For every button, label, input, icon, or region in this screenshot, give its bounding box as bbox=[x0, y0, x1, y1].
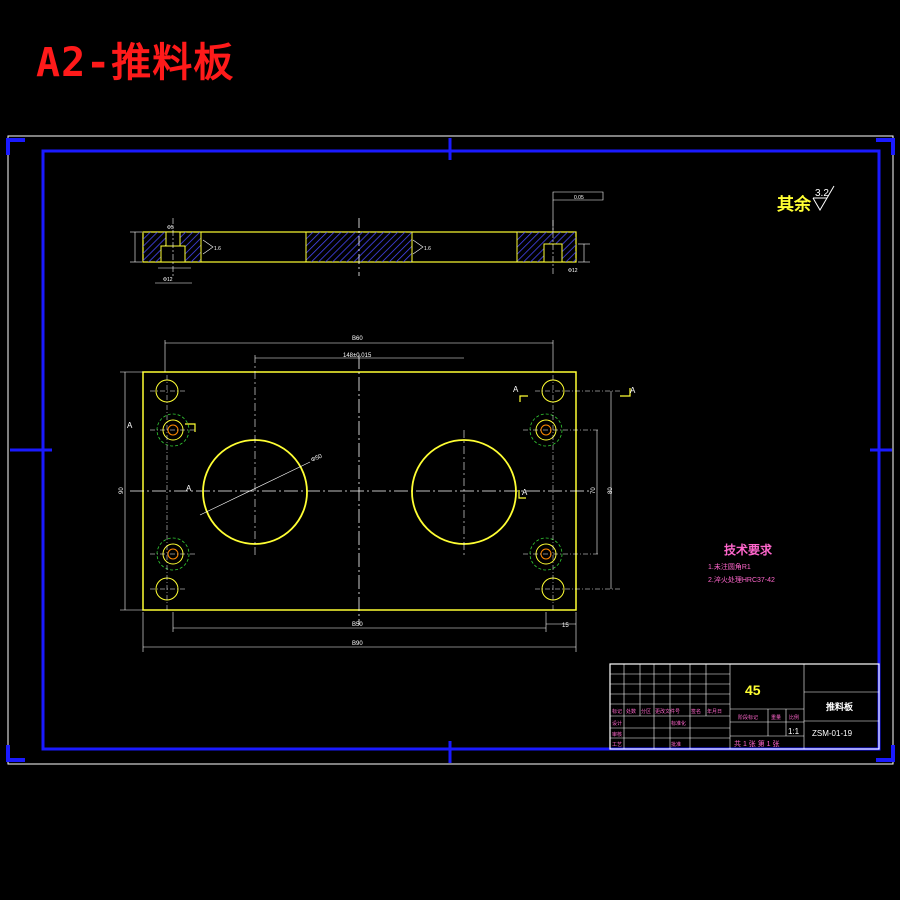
dim-bottom-inner: B50 bbox=[352, 622, 363, 628]
section-label-right: A bbox=[522, 488, 528, 497]
row-label-5: 签名 bbox=[691, 708, 701, 715]
dim-side-bottom: Φ12 bbox=[163, 277, 173, 283]
corner-marks bbox=[6, 138, 895, 762]
label-review: 审核 bbox=[612, 731, 622, 738]
side-roughness-2: 1.6 bbox=[424, 246, 431, 252]
section-label-mid: A bbox=[186, 484, 192, 493]
title-block: 45 推料板 ZSM-01-19 1:1 共 1 张 第 1 张 标记 处数 分… bbox=[609, 663, 880, 750]
dim-left-height: 90 bbox=[119, 487, 125, 494]
label-standard: 标准化 bbox=[671, 720, 686, 727]
dim-bottom-overall: B90 bbox=[352, 641, 363, 647]
row-label-6: 年月日 bbox=[707, 708, 722, 715]
centering-marks bbox=[10, 138, 892, 763]
dim-side-right: Φ12 bbox=[568, 268, 578, 274]
sheet-info: 共 1 张 第 1 张 bbox=[734, 739, 780, 748]
section-label-right-top: A bbox=[513, 385, 519, 394]
flatness-value: 0.05 bbox=[574, 195, 584, 201]
tech-item-1: 1.未注圆角R1 bbox=[708, 562, 751, 571]
scale: 1:1 bbox=[788, 727, 800, 736]
surface-finish-value: 3.2 bbox=[815, 188, 829, 199]
surface-finish-note: 其余 3.2 bbox=[777, 185, 835, 214]
row-label-3: 分区 bbox=[641, 708, 651, 715]
part-name: 推料板 bbox=[826, 701, 854, 712]
drawing-title: A2-推料板 bbox=[36, 40, 235, 86]
label-weight: 重量 bbox=[771, 714, 781, 721]
row-label-4: 更改文件号 bbox=[655, 708, 680, 715]
dim-diameter: Φ50 bbox=[310, 453, 324, 464]
dim-bottom-right: 15 bbox=[562, 623, 569, 629]
section-label-right-top2: A bbox=[630, 386, 636, 395]
tech-heading: 技术要求 bbox=[724, 542, 773, 557]
tech-item-2: 2.淬火处理HRC37-42 bbox=[708, 575, 775, 584]
tech-requirements: 技术要求 1.未注圆角R1 2.淬火处理HRC37-42 bbox=[708, 542, 775, 584]
drawing-number: ZSM-01-19 bbox=[812, 729, 853, 738]
side-view: Φ5 Φ12 0.05 Φ12 1.6 1.6 bbox=[130, 191, 604, 284]
row-label-2: 处数 bbox=[626, 708, 636, 715]
label-design: 设计 bbox=[612, 720, 622, 727]
row-label-1: 标记 bbox=[612, 708, 622, 715]
section-label-left: A bbox=[127, 421, 133, 430]
dim-top-overall: B60 bbox=[352, 336, 363, 342]
outer-frame bbox=[7, 135, 894, 765]
dim-top-inner: 148±0.015 bbox=[343, 353, 372, 359]
label-scale: 比例 bbox=[789, 714, 799, 721]
plan-view: Φ50 bbox=[119, 336, 636, 652]
label-stage: 阶段标记 bbox=[738, 714, 758, 721]
material: 45 bbox=[745, 682, 761, 698]
label-approve: 批准 bbox=[671, 741, 681, 748]
dim-right-inner: 70 bbox=[591, 487, 597, 494]
dim-side-top: Φ5 bbox=[167, 225, 174, 231]
surface-finish-prefix: 其余 bbox=[777, 194, 812, 214]
dim-right-outer: 80 bbox=[608, 487, 614, 494]
label-process: 工艺 bbox=[612, 742, 622, 748]
side-roughness-1: 1.6 bbox=[214, 246, 221, 252]
